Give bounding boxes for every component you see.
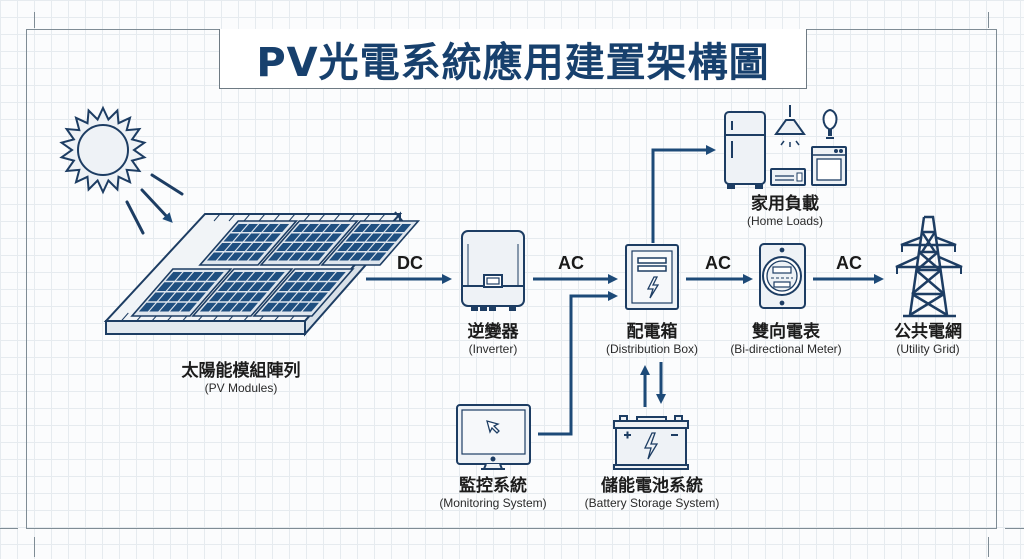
node-label-zh: 監控系統 [459, 476, 527, 496]
node-monitoring: 監控系統 (Monitoring System) [439, 476, 546, 511]
frame-tick-br [988, 537, 989, 557]
sun-icon [59, 105, 147, 195]
node-grid: 公共電網 (Utility Grid) [894, 322, 962, 357]
electric-meter-icon [759, 243, 806, 309]
frame-tick-rb [1005, 528, 1024, 529]
frame-top-left [26, 29, 220, 30]
sun-disc [77, 124, 129, 176]
node-label-zh: 公共電網 [894, 322, 962, 342]
node-inverter: 逆變器 (Inverter) [468, 322, 519, 357]
node-label-en: (Inverter) [468, 342, 518, 356]
title-banner: PV光電系統應用建置架構圖 [219, 29, 807, 89]
node-label-zh: 太陽能模組陣列 [181, 361, 301, 381]
flow-label-ac-1: AC [558, 253, 584, 273]
node-home-loads: 家用負載 (Home Loads) [747, 194, 823, 229]
connections [366, 145, 884, 436]
cursor-icon [486, 420, 500, 434]
monitor-icon [456, 404, 531, 470]
node-label-zh: 配電箱 [626, 322, 678, 342]
flow-label-ac-3: AC [836, 253, 862, 273]
page-title: PV光電系統應用建置架構圖 [256, 39, 770, 86]
inverter-icon [461, 230, 525, 311]
frame-tick-tl [34, 12, 35, 28]
sun-rays [125, 173, 184, 235]
arrow-monitoring-to-dist [538, 291, 618, 436]
arrow-dist-to-home-loads [651, 145, 716, 243]
frame-bottom [26, 528, 997, 529]
node-battery: 儲能電池系統 (Battery Storage System) [585, 476, 720, 511]
node-label-zh: 逆變器 [467, 322, 519, 342]
fridge-icon [724, 111, 766, 185]
frame-tick-bl [34, 537, 35, 557]
flow-label-dc: DC [397, 253, 423, 273]
node-distribution-box: 配電箱 (Distribution Box) [606, 322, 698, 357]
battery-icon [613, 415, 689, 470]
node-pv-modules: 太陽能模組陣列 (PV Modules) [182, 361, 301, 396]
frame-tick-lb [0, 528, 18, 529]
light-bulb-icon [822, 108, 838, 139]
frame-right [996, 29, 997, 529]
frame-top-right [804, 29, 997, 30]
node-meter: 雙向電表 (Bi-directional Meter) [730, 322, 841, 357]
node-label-en: (Battery Storage System) [584, 496, 720, 510]
node-label-en: (Home Loads) [746, 214, 824, 228]
node-label-en: (Monitoring System) [439, 496, 547, 510]
node-label-zh: 雙向電表 [752, 322, 820, 342]
transmission-tower-icon [895, 215, 963, 318]
solar-panel-icon [103, 211, 421, 337]
oven-icon [811, 146, 847, 186]
frame-tick-tr [988, 12, 989, 28]
node-label-zh: 家用負載 [751, 194, 819, 214]
flow-label-ac-2: AC [705, 253, 731, 273]
node-label-en: (Distribution Box) [605, 342, 699, 356]
node-label-zh: 儲能電池系統 [601, 476, 703, 496]
frame-left [26, 29, 27, 529]
node-label-en: (Bi-directional Meter) [730, 342, 842, 356]
home-appliances-icon [724, 105, 847, 189]
air-conditioner-icon [770, 168, 806, 186]
node-label-en: (Utility Grid) [896, 342, 960, 356]
node-label-en: (PV Modules) [204, 381, 278, 395]
distribution-box-icon [625, 244, 679, 310]
ceiling-lamp-icon [774, 105, 806, 147]
